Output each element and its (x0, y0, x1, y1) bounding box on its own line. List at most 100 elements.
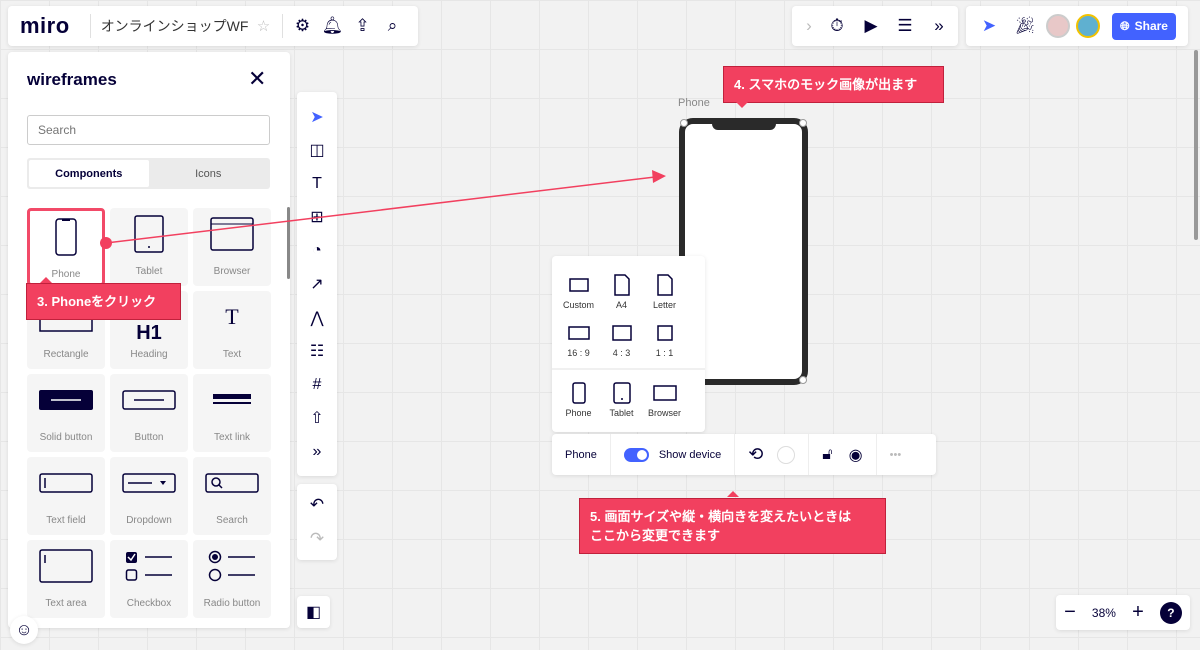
wireframes-panel: wireframes ✕ Components Icons Phone Tabl… (8, 52, 290, 628)
eye-icon[interactable]: ◉ (848, 446, 863, 464)
celebrate-icon[interactable]: 🎉︎ (1014, 16, 1036, 35)
component-solid-button[interactable]: Solid button (27, 374, 105, 452)
callout-pointer (727, 491, 739, 497)
text-icon[interactable]: T (312, 174, 322, 192)
device-browser[interactable]: Browser (643, 378, 686, 418)
size-16-9[interactable]: 16 : 9 (557, 318, 600, 358)
timer-icon[interactable]: ⏱ (830, 16, 844, 35)
presentation-icon[interactable]: ▶ (864, 16, 878, 35)
frame-label[interactable]: Phone (678, 97, 710, 109)
more-icon[interactable]: ••• (889, 448, 902, 461)
component-phone[interactable]: Phone (27, 208, 105, 286)
callout-pointer (40, 277, 52, 283)
panel-scrollbar[interactable] (287, 207, 290, 279)
avatar[interactable] (1046, 14, 1070, 38)
redo-icon[interactable]: ↷ (309, 529, 325, 548)
help-icon[interactable]: ? (1159, 601, 1182, 624)
more-tools-icon[interactable]: » (312, 442, 322, 460)
zoom-level[interactable]: 38% (1091, 605, 1116, 620)
gear-icon[interactable]: ⚙ (294, 16, 311, 35)
component-text-link[interactable]: Text link (193, 374, 271, 452)
device-phone[interactable]: Phone (557, 378, 600, 418)
zoom-controls: − 38% + ? (1056, 595, 1190, 630)
history-toolbar: ↶ ↷ (297, 484, 337, 560)
arrow-icon[interactable]: ↗ (310, 276, 324, 294)
component-radio-button[interactable]: Radio button (193, 540, 271, 618)
component-text-field[interactable]: Text field (27, 457, 105, 535)
size-1-1[interactable]: 1 : 1 (643, 318, 686, 358)
size-letter[interactable]: Letter (643, 270, 686, 310)
select-cursor-icon[interactable]: ➤ (310, 108, 324, 126)
globe-icon: 🌐︎ (1120, 18, 1130, 33)
avatar[interactable] (1076, 14, 1100, 38)
creation-toolbar: ➤ ◫ T ⊞ ◔ ↗ ⋀ ☷ # ⇧ » (297, 92, 337, 476)
upload-icon[interactable]: ⇧ (310, 410, 324, 428)
chevron-right-icon[interactable]: › (806, 16, 812, 35)
miro-logo[interactable]: miro (20, 13, 70, 38)
phone-notch (712, 118, 776, 130)
callout-step-4: 4. スマホのモック画像が出ます (723, 66, 944, 103)
color-picker[interactable] (777, 445, 796, 464)
comment-icon[interactable]: ☷ (309, 343, 325, 361)
size-custom[interactable]: Custom (557, 270, 600, 310)
divider (89, 14, 91, 38)
frame-size-popup: Custom A4 Letter 16 : 9 4 : 3 1 : 1 Phon… (552, 256, 705, 432)
component-tablet[interactable]: Tablet (110, 208, 188, 286)
chevrons-down-icon[interactable]: » (934, 16, 944, 35)
share-button[interactable]: 🌐︎Share (1112, 12, 1176, 40)
canvas-scrollbar[interactable] (1194, 50, 1198, 240)
heading-glyph: H1 (136, 322, 162, 344)
divider (282, 14, 284, 38)
resize-handle[interactable] (680, 119, 688, 127)
size-4-3[interactable]: 4 : 3 (600, 318, 643, 358)
component-dropdown[interactable]: Dropdown (110, 457, 188, 535)
component-text-area[interactable]: Text area (27, 540, 105, 618)
rotate-icon[interactable]: ⟲ (748, 444, 764, 464)
tab-icons[interactable]: Icons (195, 167, 222, 180)
component-checkbox[interactable]: Checkbox (110, 540, 188, 618)
sticky-note-icon[interactable]: ◫ (309, 142, 325, 160)
frame-icon[interactable]: # (312, 375, 322, 393)
callout-step-3: 3. Phoneをクリック (26, 283, 181, 320)
panel-title: wireframes (27, 70, 117, 89)
shapes-icon[interactable]: ◔ (312, 241, 322, 259)
phone-mockup-frame[interactable] (679, 118, 808, 385)
cursor-icon[interactable]: ➤ (981, 16, 997, 35)
zoom-out-icon[interactable]: − (1064, 601, 1076, 623)
top-left-toolbar: miro オンラインショップWF ☆ ⚙ 🔔︎ ⇪ ⌕ (8, 6, 418, 46)
callout-step-5: 5. 画面サイズや縦・横向きを変えたいときはここから変更できます (579, 498, 886, 554)
unlock-icon[interactable]: 🔓︎ (822, 445, 833, 463)
divider (552, 368, 705, 370)
search-icon[interactable]: ⌕ (387, 16, 398, 35)
board-title[interactable]: オンラインショップWF (100, 18, 249, 34)
chat-icon[interactable]: ☺ (10, 616, 38, 644)
toggle-switch[interactable] (623, 447, 649, 462)
resize-handle[interactable] (799, 119, 807, 127)
upload-icon[interactable]: ⇪ (355, 16, 370, 35)
bell-icon[interactable]: 🔔︎ (321, 16, 344, 35)
board-tools-bar: › ⏱ ▶ ☰ » (792, 6, 958, 46)
tab-components[interactable]: Components (29, 160, 149, 187)
size-a4[interactable]: A4 (600, 270, 643, 310)
close-icon[interactable]: ✕ (248, 66, 267, 91)
collab-bar: ➤ 🎉︎ 🌐︎Share (966, 6, 1188, 46)
device-tablet[interactable]: Tablet (600, 378, 643, 418)
frame-name[interactable]: Phone (552, 434, 611, 475)
show-device-toggle[interactable]: Show device (611, 434, 736, 475)
pen-icon[interactable]: ⋀ (310, 309, 324, 327)
resize-handle[interactable] (799, 376, 807, 384)
undo-icon[interactable]: ↶ (309, 495, 325, 514)
search-input[interactable] (27, 115, 270, 145)
component-search[interactable]: Search (193, 457, 271, 535)
zoom-in-icon[interactable]: + (1132, 601, 1144, 623)
callout-pointer (736, 102, 748, 108)
component-button[interactable]: Button (110, 374, 188, 452)
sidebar-toggle-icon[interactable]: ◧ (297, 596, 330, 628)
star-icon[interactable]: ☆ (256, 18, 271, 35)
notes-icon[interactable]: ☰ (897, 16, 913, 35)
component-browser[interactable]: Browser (193, 208, 271, 286)
panel-tabs: Components Icons (27, 158, 270, 189)
